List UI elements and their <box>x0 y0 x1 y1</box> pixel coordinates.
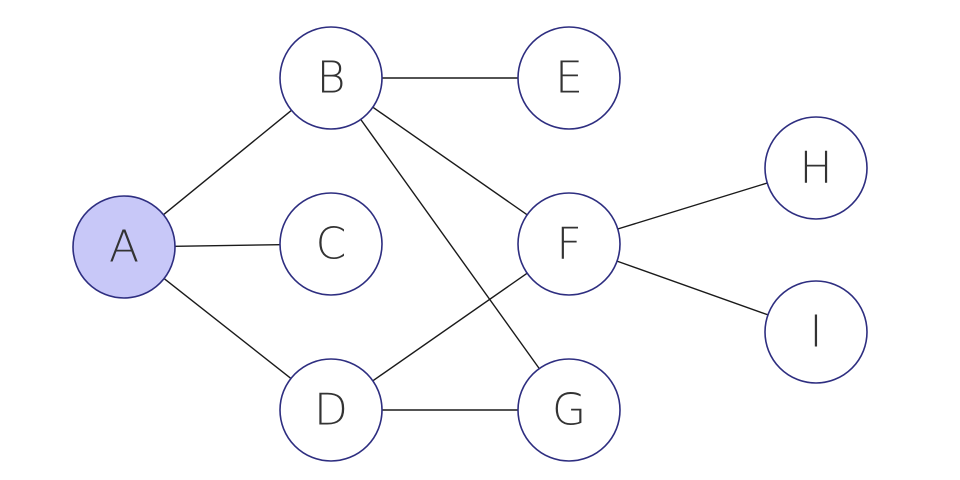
edge-a-c <box>174 244 281 247</box>
node-label-f: F <box>556 219 581 270</box>
edge-b-f <box>372 106 528 216</box>
node-d: D <box>279 358 383 462</box>
edge-a-b <box>163 109 292 216</box>
node-label-g: G <box>552 385 586 436</box>
node-label-a: A <box>109 222 139 273</box>
node-c: C <box>279 192 383 296</box>
nodes-layer: A B C D E F G H I <box>72 26 868 462</box>
edge-d-f <box>372 272 528 382</box>
node-circle-g <box>517 358 621 462</box>
node-circle-d <box>279 358 383 462</box>
edge-f-h <box>617 182 768 230</box>
node-g: G <box>517 358 621 462</box>
node-label-b: B <box>317 53 346 104</box>
node-e: E <box>517 26 621 130</box>
node-circle-h <box>764 116 868 220</box>
node-circle-i <box>764 280 868 384</box>
node-label-c: C <box>316 219 347 270</box>
node-label-i: I <box>810 307 823 358</box>
edge-b-g <box>360 118 540 370</box>
edges-layer <box>163 77 769 411</box>
node-f: F <box>517 192 621 296</box>
edge-a-d <box>163 278 292 379</box>
node-label-e: E <box>555 53 583 104</box>
node-circle-f <box>517 192 621 296</box>
node-h: H <box>764 116 868 220</box>
node-circle-b <box>279 26 383 130</box>
node-circle-a <box>72 195 176 299</box>
edge-f-i <box>616 260 769 316</box>
node-a: A <box>72 195 176 299</box>
node-circle-c <box>279 192 383 296</box>
node-label-h: H <box>799 143 832 194</box>
node-b: B <box>279 26 383 130</box>
node-label-d: D <box>314 385 348 436</box>
node-circle-e <box>517 26 621 130</box>
node-i: I <box>764 280 868 384</box>
